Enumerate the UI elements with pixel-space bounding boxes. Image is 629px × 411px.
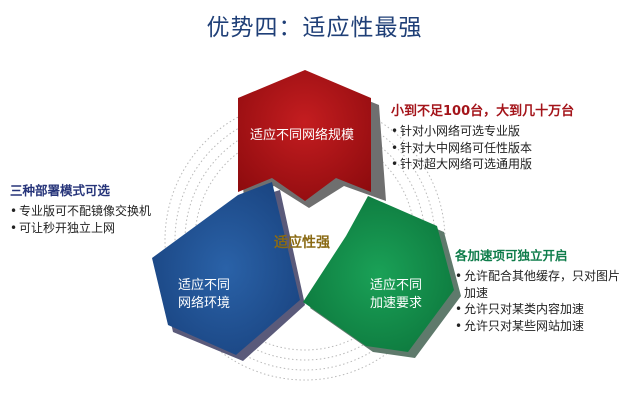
page-title: 优势四：适应性最强 [206,15,423,41]
scale-info-block: 小到不足100台，大到几十万台 针对小网络可选专业版 针对大中网络可任性版本 针… [391,100,574,173]
list-item: 针对小网络可选专业版 [391,123,574,140]
deploy-heading: 三种部署模式可选 [10,183,111,198]
scale-list: 针对小网络可选专业版 针对大中网络可任性版本 针对超大网络可选通用版 [391,123,574,173]
deploy-info-block: 三种部署模式可选 专业版可不配镜像交换机 可让秒开独立上网 [10,180,151,236]
list-item: 针对大中网络可任性版本 [391,140,574,157]
segment-right: 适应不同 加速要求 [303,196,461,358]
segment-left-line2: 网络环境 [178,295,230,311]
list-item: 针对超大网络可选通用版 [391,156,574,173]
acceleration-list: 允许配合其他缓存，只对图片加速 允许只对某类内容加速 允许只对某些网站加速 [455,268,627,334]
acceleration-heading: 各加速项可独立开启 [455,248,568,263]
deploy-list: 专业版可不配镜像交换机 可让秒开独立上网 [10,203,151,236]
segment-right-line2: 加速要求 [370,296,422,311]
center-label: 适应性强 [274,234,330,251]
segment-right-line1: 适应不同 [370,277,422,293]
center-hexagon: 适应性强 [274,234,330,251]
segment-left: 适应不同 网络环境 [152,182,305,361]
segment-left-line1: 适应不同 [178,277,230,293]
segment-top: 适应不同网络规模 [238,70,386,208]
scale-heading: 小到不足100台，大到几十万台 [391,104,575,119]
list-item: 专业版可不配镜像交换机 [10,203,151,220]
acceleration-info-block: 各加速项可独立开启 允许配合其他缓存，只对图片加速 允许只对某类内容加速 允许只… [455,245,627,334]
list-item: 允许只对某些网站加速 [455,318,627,335]
list-item: 可让秒开独立上网 [10,220,151,237]
list-item: 允许配合其他缓存，只对图片加速 [455,268,627,301]
list-item: 允许只对某类内容加速 [455,301,627,318]
segment-top-label: 适应不同网络规模 [250,127,354,143]
